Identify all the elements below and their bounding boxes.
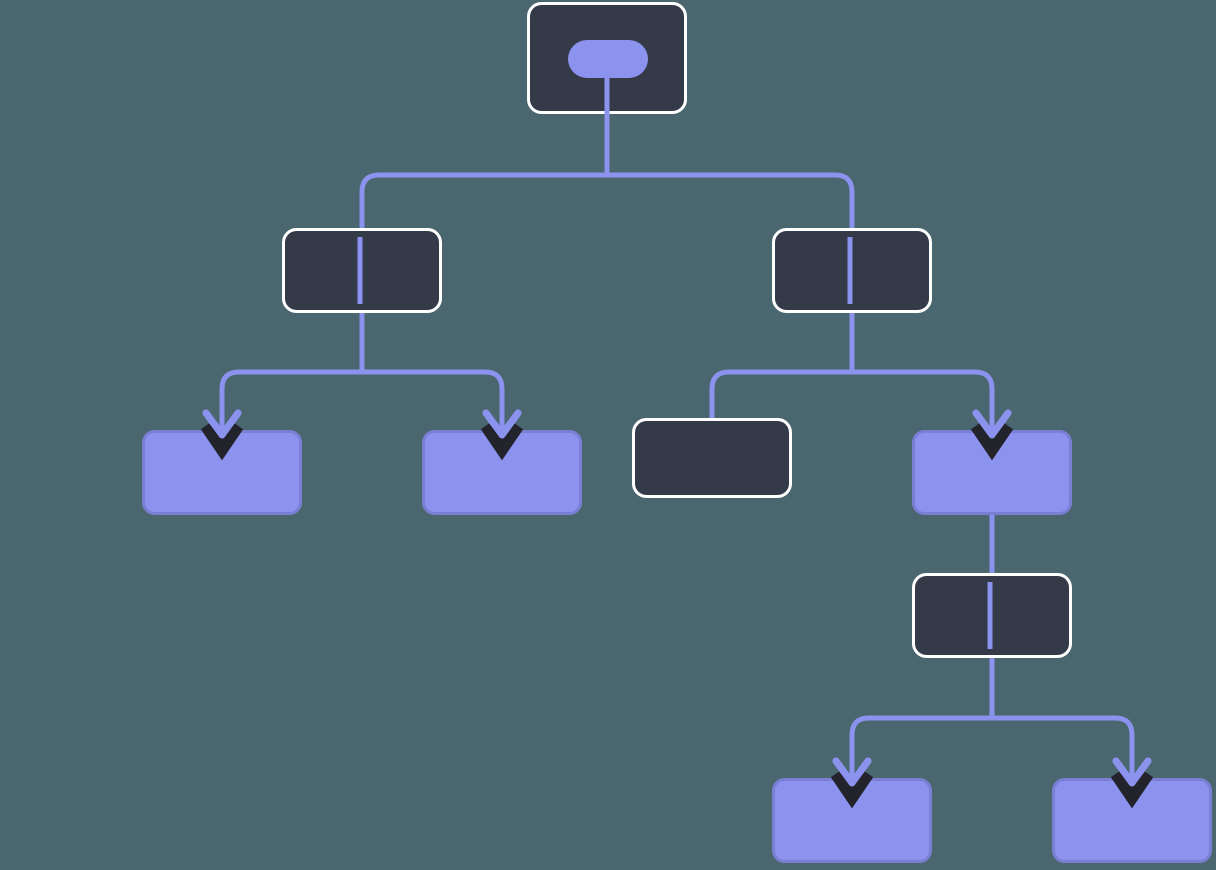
arrowhead-leaf-4-tip (1112, 757, 1152, 787)
arrowhead-branch-purple (970, 420, 1014, 461)
arrowhead-leaf-2-tip (482, 409, 522, 439)
arrowhead-leaf-1-tip (202, 409, 242, 439)
root-node-pill (568, 40, 648, 78)
arrowhead-leaf-3-tip (832, 757, 872, 787)
connector-layer (219, 114, 1135, 778)
arrowhead-leaf-2 (480, 420, 524, 461)
edge-level2left-split (219, 369, 505, 430)
edge-level2right-split (709, 369, 995, 430)
arrowhead-layer (200, 409, 1154, 809)
node-layer (142, 2, 1212, 863)
arrowhead-leaf-1 (200, 420, 244, 461)
arrowhead-leaf-3 (830, 768, 874, 809)
terminal-dark-node[interactable] (632, 418, 792, 498)
edge-root-to-level2 (359, 114, 855, 228)
arrowhead-branch-purple-tip (972, 409, 1012, 439)
node-inner-layer (357, 40, 993, 649)
edge-level4-split (849, 715, 1135, 778)
arrowhead-leaf-4 (1110, 768, 1154, 809)
